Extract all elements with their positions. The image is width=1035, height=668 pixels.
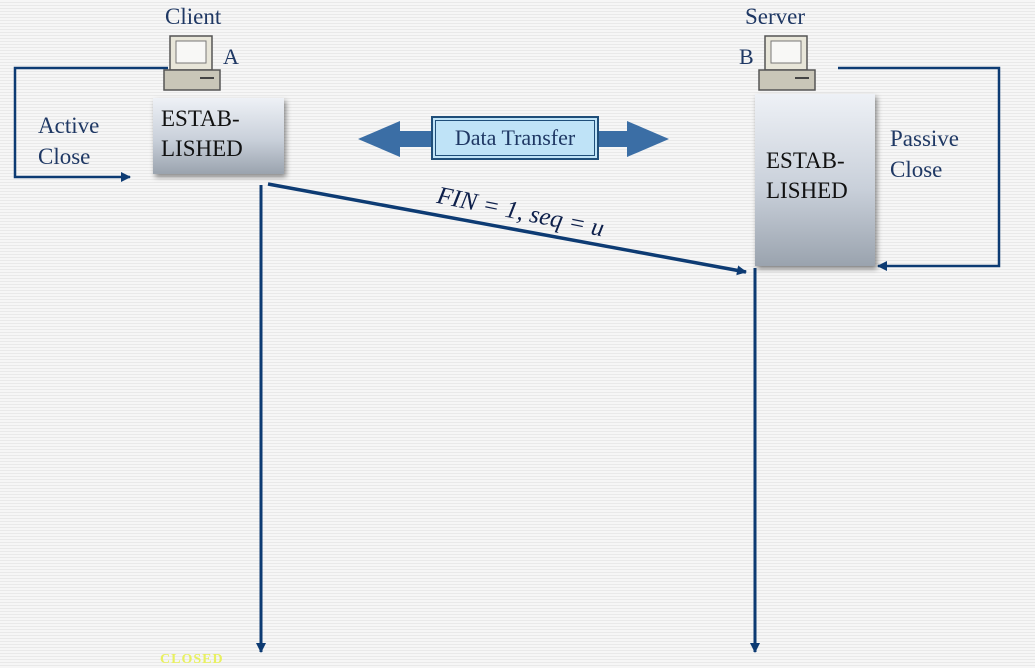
server-title: Server <box>745 4 806 29</box>
fin-segment-arrow <box>267 182 747 276</box>
client-host-letter: A <box>223 44 239 69</box>
active-close-line-2: Close <box>38 144 91 169</box>
passive-close-line-1: Passive <box>890 126 959 151</box>
data-transfer-label: Data Transfer <box>435 120 595 156</box>
server-state-box: ESTAB- LISHED <box>755 94 875 266</box>
client-state-line-1: ESTAB- <box>161 106 240 131</box>
client-closed-label: CLOSED <box>160 652 224 667</box>
client-title: Client <box>165 4 222 29</box>
passive-close-arrow <box>838 66 1001 271</box>
client-state-box: ESTAB- LISHED <box>153 98 284 174</box>
data-transfer-box: Data Transfer <box>431 116 599 160</box>
server-state-line-1: ESTAB- <box>766 148 845 173</box>
server-host-letter: B <box>739 44 754 69</box>
computer-icon <box>163 35 221 91</box>
active-close-line-1: Active <box>38 113 100 138</box>
server-state-line-2: LISHED <box>766 178 848 203</box>
passive-close-line-2: Close <box>890 157 943 182</box>
active-close-arrow <box>13 66 168 182</box>
client-state-line-2: LISHED <box>161 136 243 161</box>
computer-icon <box>758 35 816 91</box>
